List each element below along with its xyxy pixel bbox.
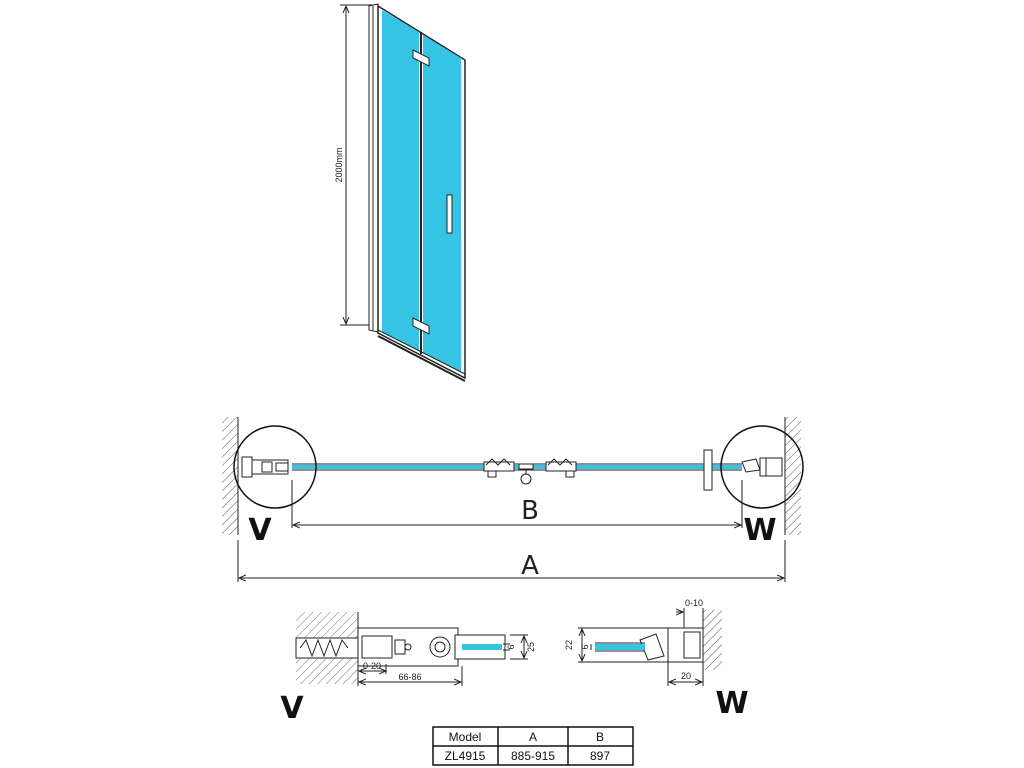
plan-label-w: W xyxy=(743,513,776,548)
center-hinge-assembly xyxy=(483,458,577,485)
wall-profile xyxy=(368,3,379,333)
detail-v-dim-glass: 6 xyxy=(506,644,516,649)
dimension-b-label: B xyxy=(521,496,539,526)
dimension-b-line xyxy=(291,480,743,528)
door-elevation: 2000mm xyxy=(334,3,466,382)
glass-panel-left xyxy=(382,10,419,351)
table-cell-model: ZL4915 xyxy=(445,749,486,763)
plan-glass xyxy=(292,463,742,471)
detail-label-v: V xyxy=(280,691,304,726)
table-cell-a: 885-915 xyxy=(511,749,555,763)
dimension-a-line xyxy=(237,540,786,582)
detail-v-dim-adjust: 0-20 xyxy=(363,661,381,671)
detail-v-dim-height: 25 xyxy=(526,642,536,652)
detail-circle-w xyxy=(703,425,804,509)
detail-label-w: W xyxy=(715,686,748,721)
plan-label-v: V xyxy=(248,513,272,548)
hinge-bottom xyxy=(412,317,430,335)
detail-v xyxy=(295,612,528,686)
door-handle xyxy=(446,194,453,234)
left-wall xyxy=(222,417,239,535)
detail-w-dim-top: 0-10 xyxy=(685,598,703,608)
height-dimension-label: 2000mm xyxy=(334,147,344,182)
detail-w xyxy=(578,608,722,686)
detail-w-dim-depth: 20 xyxy=(681,671,691,681)
table-header-b: B xyxy=(596,730,604,744)
table-header-a: A xyxy=(529,730,537,744)
hinge-top xyxy=(412,49,430,67)
table-header-model: Model xyxy=(449,730,482,744)
dimension-a-label: A xyxy=(521,551,539,581)
detail-v-dim-range: 66-86 xyxy=(398,672,421,682)
detail-circle-v xyxy=(233,425,317,509)
table-cell-b: 897 xyxy=(590,749,610,763)
spec-table: Model A B ZL4915 885-915 897 xyxy=(432,726,634,766)
detail-w-dim-height: 22 xyxy=(564,640,574,650)
glass-panel-right xyxy=(423,35,461,372)
plan-view: B A V W xyxy=(222,417,804,582)
detail-w-dim-glass: 6 xyxy=(580,644,590,649)
